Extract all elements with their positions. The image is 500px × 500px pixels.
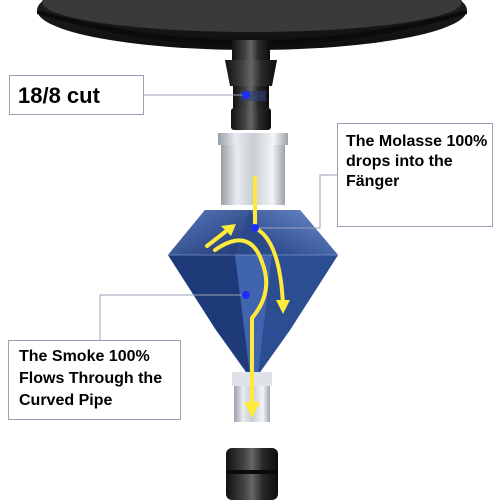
hookah-plate bbox=[37, 0, 467, 50]
smoke-flow-arrow-icon bbox=[213, 238, 269, 418]
molasse-callout: The Molasse 100% drops into the Fänger bbox=[337, 123, 493, 227]
upper-stem bbox=[225, 40, 277, 130]
cut-size-text: 18/8 cut bbox=[18, 83, 100, 108]
pointer-dot-icon bbox=[242, 91, 259, 299]
molasse-line-3: Fänger bbox=[346, 173, 400, 190]
smoke-line-1: The Smoke 100% bbox=[19, 348, 150, 365]
smoke-line-3: Curved Pipe bbox=[19, 392, 113, 409]
lower-stem bbox=[226, 448, 278, 500]
smoke-line-2: Flows Through the bbox=[19, 370, 163, 387]
glass-neck bbox=[218, 133, 288, 205]
molasse-line-2: drops into the bbox=[346, 153, 453, 170]
smoke-callout: The Smoke 100% Flows Through the Curved … bbox=[8, 340, 181, 420]
molasse-line-1: The Molasse 100% bbox=[346, 133, 488, 150]
cut-size-label: 18/8 cut bbox=[9, 75, 144, 115]
